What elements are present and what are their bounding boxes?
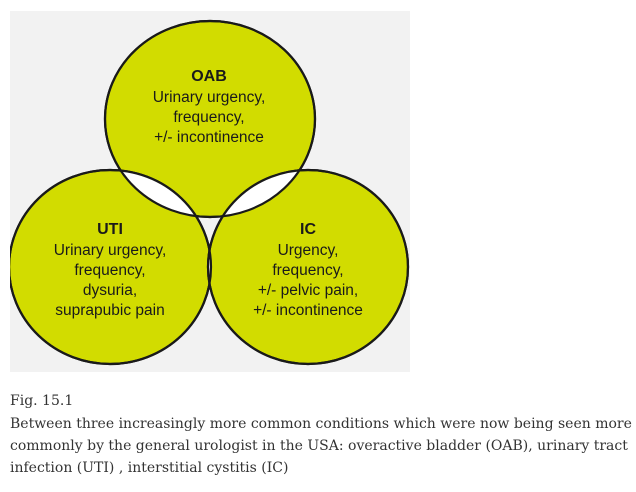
uti-line-3: dysuria, bbox=[83, 282, 137, 299]
oab-line-2: frequency, bbox=[173, 109, 244, 126]
ic-line-1: Urgency, bbox=[278, 242, 339, 259]
uti-line-2: frequency, bbox=[74, 262, 145, 279]
ic-line-3: +/- pelvic pain, bbox=[258, 282, 358, 299]
ic-title: IC bbox=[300, 221, 316, 238]
figure-label: Fig. 15.1 bbox=[10, 393, 74, 409]
oab-title: OAB bbox=[191, 68, 227, 85]
oab-line-3: +/- incontinence bbox=[154, 129, 264, 146]
ic-line-4: +/- incontinence bbox=[253, 302, 363, 319]
uti-line-1: Urinary urgency, bbox=[54, 242, 167, 259]
figure-caption: Between three increasingly more common c… bbox=[10, 416, 632, 476]
oab-line-1: Urinary urgency, bbox=[153, 89, 266, 106]
venn-diagram: OAB Urinary urgency, frequency, +/- inco… bbox=[10, 19, 410, 366]
uti-title: UTI bbox=[97, 221, 123, 238]
uti-line-4: suprapubic pain bbox=[55, 302, 164, 319]
ic-line-2: frequency, bbox=[272, 262, 343, 279]
venn-diagram-figure: OAB Urinary urgency, frequency, +/- inco… bbox=[10, 11, 410, 372]
